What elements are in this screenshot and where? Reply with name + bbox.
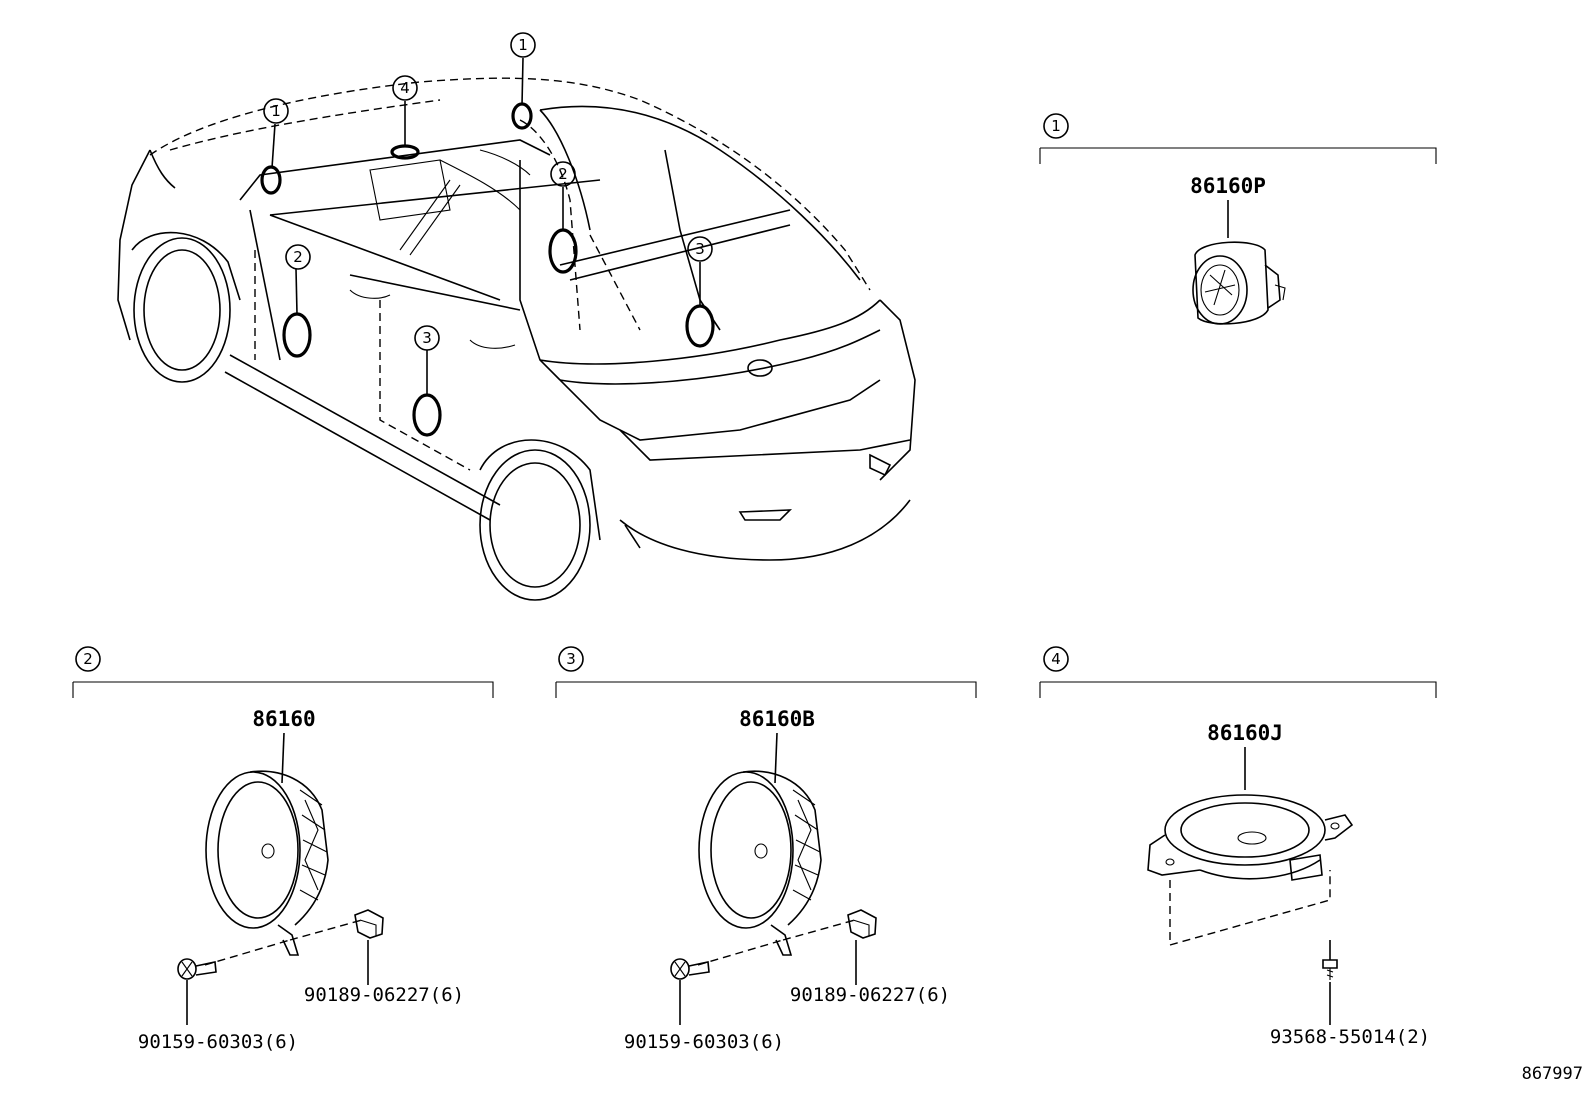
clip-90189-06227-drawing-3 bbox=[847, 909, 877, 939]
part-number-86160J[interactable]: 86160J bbox=[1207, 721, 1283, 745]
group-2-callout-circle bbox=[75, 646, 101, 672]
location-ring-3-right-rear bbox=[685, 304, 715, 348]
group-3-rear-door-speaker: 3 86160B 90159-60303(6) 90189-06227(6) bbox=[555, 646, 977, 1053]
group-1-tweeter: 1 86160P bbox=[1039, 113, 1437, 325]
location-ring-1-rear bbox=[511, 102, 533, 130]
tweeter-speaker-drawing bbox=[1192, 241, 1286, 325]
vehicle-callout-3b: 3 bbox=[687, 236, 713, 262]
group-1-callout-circle bbox=[1043, 113, 1069, 139]
clip-90189-06227-drawing-2 bbox=[354, 909, 384, 939]
svg-text:1: 1 bbox=[518, 36, 528, 54]
screw-90159-60303-drawing-2 bbox=[177, 958, 217, 980]
vehicle-callout-2b: 2 bbox=[550, 161, 576, 187]
group-4-callout-circle bbox=[1043, 646, 1069, 672]
svg-text:4: 4 bbox=[400, 79, 410, 97]
fastener-90159-60303-grp2[interactable]: 90159-60303(6) bbox=[138, 1031, 298, 1053]
group-2-callout: 2 bbox=[83, 650, 93, 668]
svg-text:1: 1 bbox=[271, 102, 281, 120]
vehicle-overview-illustration bbox=[117, 57, 916, 601]
svg-text:2: 2 bbox=[558, 165, 568, 183]
group-2-front-door-speaker: 2 86160 90159-60303(6) 90189-06227(6) bbox=[72, 646, 494, 1053]
fastener-90189-06227-grp3[interactable]: 90189-06227(6) bbox=[790, 984, 950, 1006]
vehicle-callout-1a: 1 bbox=[263, 98, 289, 124]
group-4-center-speaker: 4 86160J 93568-55014(2) bbox=[1039, 646, 1437, 1048]
illustration-id: 867997 bbox=[1522, 1064, 1583, 1084]
svg-text:3: 3 bbox=[695, 240, 705, 258]
location-ring-3-rear-door bbox=[412, 393, 442, 437]
bolt-93568-55014-drawing bbox=[1322, 959, 1338, 980]
part-number-86160B[interactable]: 86160B bbox=[739, 707, 815, 731]
group-3-callout: 3 bbox=[566, 650, 576, 668]
vehicle-callout-3a: 3 bbox=[414, 325, 440, 351]
screw-90159-60303-drawing-3 bbox=[670, 958, 710, 980]
fastener-93568-55014[interactable]: 93568-55014(2) bbox=[1270, 1026, 1430, 1048]
group-3-callout-circle bbox=[558, 646, 584, 672]
vehicle-callout-1b: 1 bbox=[510, 32, 536, 58]
location-ring-2-right-door bbox=[548, 228, 578, 274]
part-number-86160[interactable]: 86160 bbox=[252, 707, 315, 731]
center-speaker-drawing bbox=[1147, 794, 1354, 881]
door-speaker-drawing-2 bbox=[205, 770, 329, 956]
fastener-90189-06227-grp2[interactable]: 90189-06227(6) bbox=[304, 984, 464, 1006]
svg-text:2: 2 bbox=[293, 248, 303, 266]
svg-text:3: 3 bbox=[422, 329, 432, 347]
group-1-callout: 1 bbox=[1051, 117, 1061, 135]
door-speaker-drawing-3 bbox=[698, 770, 822, 956]
fastener-90159-60303-grp3[interactable]: 90159-60303(6) bbox=[624, 1031, 784, 1053]
group-4-callout: 4 bbox=[1051, 650, 1061, 668]
location-ring-2-front-door bbox=[282, 312, 312, 358]
vehicle-callout-2a: 2 bbox=[285, 244, 311, 270]
part-number-86160P[interactable]: 86160P bbox=[1190, 174, 1266, 198]
vehicle-callout-4: 4 bbox=[392, 75, 418, 101]
location-ring-1-front-left bbox=[260, 165, 282, 195]
